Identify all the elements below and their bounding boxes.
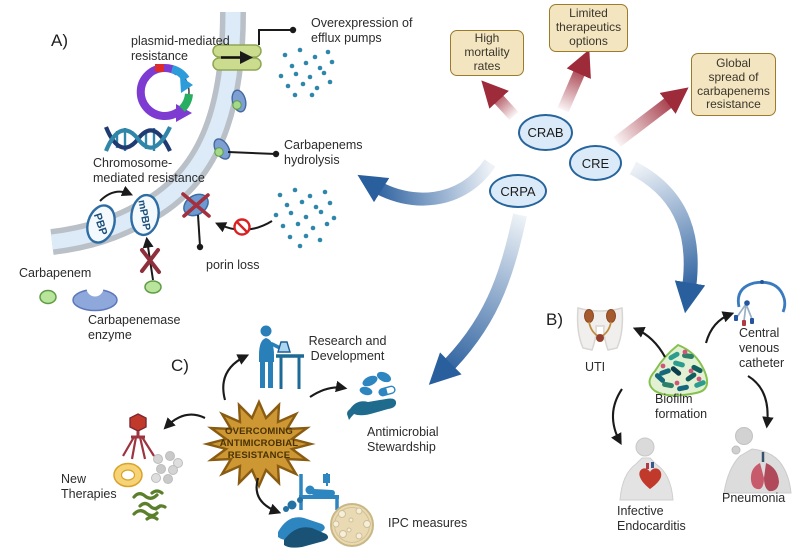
impact-arrow-therapeutics [557,49,591,113]
pathogen-oval-crpa: CRPA [489,174,547,208]
handwash-icon [278,497,329,548]
dna-icon [104,126,172,152]
efflux-pump-icon [212,44,262,71]
efflux-overexpression-label: Overexpression of efflux pumps [311,16,413,45]
porin-loss-connector [196,214,204,251]
catheter-icon [734,280,787,326]
rnd-label: Research and Development [308,334,387,363]
hospital-bed-icon [299,473,339,510]
endocarditis-label: Infective Endocarditis [617,504,686,533]
section-a-label: A) [51,31,68,50]
porin-icon [181,192,211,218]
stewardship-label: Antimicrobial Stewardship [367,425,439,454]
pathogen-oval-cre: CRE [569,145,622,181]
no-entry-arrow [215,218,273,236]
endocarditis-person-icon [619,437,674,501]
ipc-label: IPC measures [388,516,468,530]
new-therapies-label: New Therapies [61,472,117,501]
biofilm-icon [648,343,709,397]
plasmid-icon [136,64,193,122]
flow-arrow-to-b [629,161,706,314]
phage-icon [122,413,155,460]
pneumonia-person-icon [723,427,792,494]
section-c-label: C) [171,356,189,375]
catheter-label: Central venous catheter [739,326,785,370]
section-b-label: B) [546,310,563,329]
starburst-icon [202,399,316,489]
membrane-enzyme-icons [213,89,247,160]
carbapenemase-label: Carbapenemase enzyme [88,313,181,342]
mpbp-text: mPBP [135,199,152,232]
section-b-arrows [611,311,774,446]
scientist-icon [259,325,304,389]
flow-arrow-to-a [357,159,496,206]
section-c-arrows [163,354,348,515]
carbapenem-molecule [39,289,57,305]
impact-box-mortality: High mortality rates [450,30,524,76]
efflux-connector [258,26,297,45]
pbp-icons: PBP mPBP [86,185,160,244]
impact-box-global-spread: Global spread of carbapenems resistance [691,53,776,116]
uti-label: UTI [585,360,606,374]
hydrolysis-connector [227,150,280,158]
flow-arrow-to-c [428,213,527,385]
blocked-carbapenem-icon [140,236,162,294]
pneumonia-label: Pneumonia [722,491,786,505]
plasmid-resistance-label: plasmid-mediated resistance [131,34,230,63]
squiggles-icon [132,489,167,521]
spheres-icon [151,451,183,484]
pathogen-oval-crab: CRAB [518,114,573,151]
ring-icon [113,462,143,488]
carbapenem-label: Carbapenem [19,266,92,280]
porin-loss-label: porin loss [206,258,260,272]
stewardship-hand-icon [347,371,397,420]
carbapenemase-icon [72,279,118,312]
impact-arrow-mortality [481,80,519,121]
impact-box-therapeutics: Limited therapeutics options [549,4,628,52]
chromosome-resistance-label: Chromosome- mediated resistance [93,156,205,185]
biofilm-label: Biofilm formation [655,392,708,421]
petri-dish-icon [330,503,374,547]
dots-cluster-top [278,47,335,98]
impact-arrow-spread [613,87,689,147]
uti-icon [576,307,624,351]
hydrolysis-label: Carbapenems hydrolysis [284,138,363,167]
starburst-label: OVERCOMING ANTIMICROBIAL RESISTANCE [219,426,299,461]
dots-cluster-bottom [273,187,337,249]
